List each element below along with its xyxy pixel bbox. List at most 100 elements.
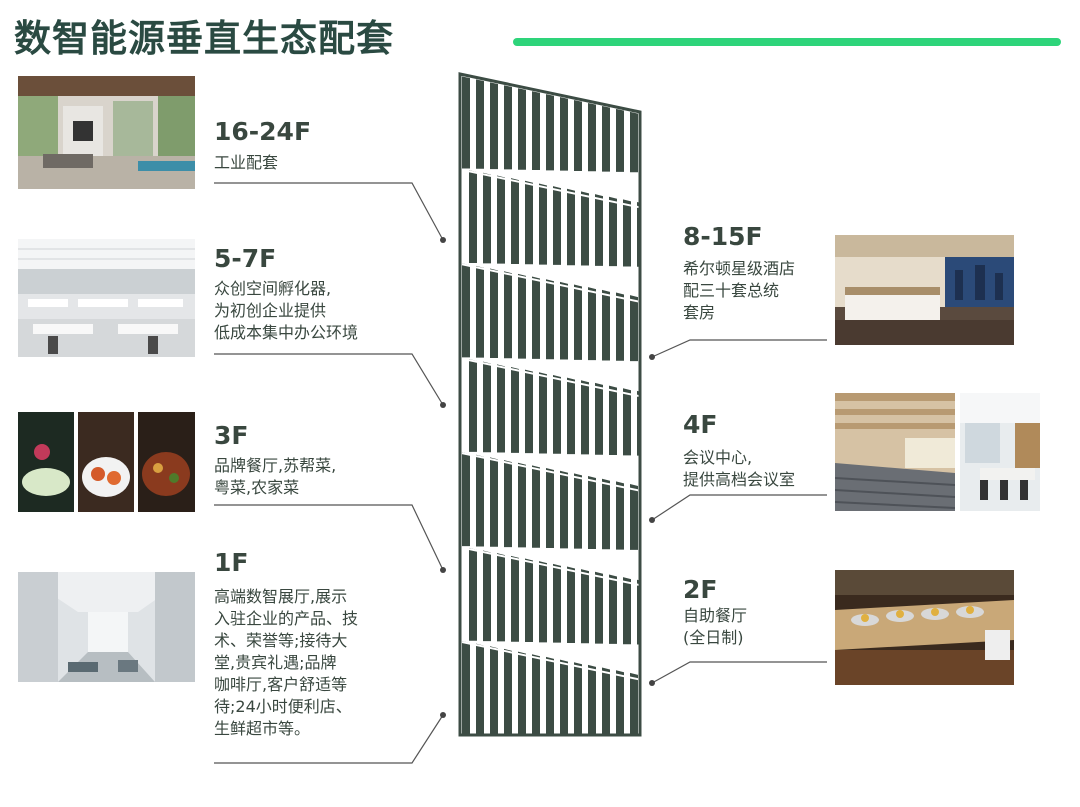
tower-band-separator — [460, 74, 640, 114]
tower-stripe — [574, 473, 582, 549]
tower-band-separator — [460, 640, 640, 681]
tower-stripe — [588, 287, 596, 361]
tower-background — [460, 74, 640, 735]
tower-stripe — [616, 670, 624, 735]
tower-stripe — [462, 74, 470, 169]
photo-hotel-suite — [835, 235, 1014, 345]
tower-stripe — [595, 194, 603, 266]
tower-stripe — [469, 547, 477, 641]
tower-stripe — [567, 188, 575, 266]
tower-stripe — [476, 643, 484, 735]
tower-stripe — [490, 457, 498, 547]
tower-stripe — [574, 284, 582, 360]
desc-line: 品牌餐厅,苏帮菜, — [214, 456, 337, 475]
desc-line: 提供高档会议室 — [683, 470, 796, 489]
leader-dot — [649, 354, 655, 360]
desc-line: 众创空间孵化器, — [214, 279, 332, 298]
tower-stripe — [602, 100, 610, 172]
tower-outline — [458, 72, 642, 737]
floor-desc-3f: 品牌餐厅,苏帮菜, 粤菜,农家菜 — [214, 455, 336, 499]
photo-auditorium — [835, 393, 955, 511]
leader-line-16-24f — [214, 182, 444, 241]
desc-line: (全日制) — [683, 628, 744, 647]
tower-stripe — [511, 178, 519, 264]
tower-stripe — [532, 654, 540, 735]
tower-stripe — [476, 454, 484, 547]
tower-stripe — [476, 265, 484, 358]
tower-stripe — [497, 553, 505, 642]
tower-stripe — [602, 667, 610, 735]
tower-stripe — [581, 191, 589, 266]
tower-stripe — [511, 555, 519, 642]
tower-stripe — [602, 289, 610, 361]
tower-stripe — [546, 656, 554, 735]
tower-stripe — [497, 364, 505, 453]
tower-stripe — [630, 484, 638, 550]
tower-stripe — [588, 476, 596, 549]
desc-line: 自助餐厅 — [683, 606, 748, 625]
leader-line-8-15f — [651, 339, 827, 358]
tower-stripe — [602, 478, 610, 550]
tower-stripe — [623, 199, 631, 267]
photo-restaurant-dishes — [18, 412, 195, 512]
desc-line: 堂,贵宾礼遇;品牌 — [214, 653, 337, 672]
floor-desc-16-24f: 工业配套 — [214, 152, 278, 174]
page-title: 数智能源垂直生态配套 — [14, 17, 394, 60]
tower-stripe — [525, 180, 533, 265]
tower-stripe — [637, 202, 640, 267]
tower-stripe — [637, 390, 640, 456]
leader-dot — [440, 712, 446, 718]
desc-line: 工业配套 — [214, 153, 279, 172]
leader-dot — [440, 567, 446, 573]
tower-band-separator — [460, 546, 640, 587]
desc-line: 术、荣誉等;接待大 — [214, 631, 348, 650]
photo-industrial-lounge — [18, 76, 195, 189]
tower-stripe — [490, 268, 498, 358]
tower-band-separator — [460, 357, 640, 398]
tower-stripe — [539, 561, 547, 643]
tower-stripe — [609, 574, 617, 644]
tower-stripe — [560, 281, 568, 360]
tower-stripe — [574, 662, 582, 735]
tower-stripe — [630, 295, 638, 362]
leader-dot — [440, 237, 446, 243]
tower-stripe — [616, 103, 624, 172]
desc-line: 希尔顿星级酒店 — [683, 259, 796, 278]
tower-stripe — [518, 85, 526, 170]
tower-stripe — [560, 659, 568, 735]
desc-line: 入驻企业的产品、技 — [214, 609, 359, 628]
tower-stripe — [518, 462, 526, 548]
tower-stripe — [476, 77, 484, 169]
tower-stripe — [560, 470, 568, 549]
tower-stripe — [595, 382, 603, 455]
photo-buffet — [835, 570, 1014, 685]
floor-label-2f: 2F — [683, 575, 718, 604]
desc-line: 粤菜,农家菜 — [214, 478, 300, 497]
tower-stripe — [490, 79, 498, 170]
tower-stripe — [630, 106, 638, 173]
tower-stripe — [532, 465, 540, 548]
desc-line: 配三十套总统 — [683, 281, 780, 300]
tower-stripe — [511, 366, 519, 453]
leader-dot — [649, 680, 655, 686]
leader-line-2f — [651, 661, 827, 684]
desc-line: 生鲜超市等。 — [214, 719, 311, 738]
tower-stripe — [581, 380, 589, 455]
tower-stripe — [518, 273, 526, 359]
tower-stripe — [588, 98, 596, 172]
tower-stripe — [623, 388, 631, 456]
tower-stripe — [462, 640, 470, 735]
tower-stripe — [553, 374, 561, 454]
photo-open-office — [18, 239, 195, 357]
tower-band-separator — [460, 451, 640, 492]
tower-band-separator — [460, 262, 640, 303]
tower-stripe — [546, 279, 554, 360]
floor-label-1f: 1F — [214, 548, 249, 577]
floor-desc-1f: 高端数智展厅,展示 入驻企业的产品、技 术、荣誉等;接待大 堂,贵宾礼遇;品牌 … — [214, 586, 358, 740]
tower-stripe — [497, 175, 505, 264]
tower-stripe — [504, 82, 512, 170]
tower-stripe — [504, 648, 512, 735]
tower-stripe — [553, 186, 561, 265]
desc-line: 低成本集中办公环境 — [214, 323, 359, 342]
tower-stripe — [574, 95, 582, 171]
